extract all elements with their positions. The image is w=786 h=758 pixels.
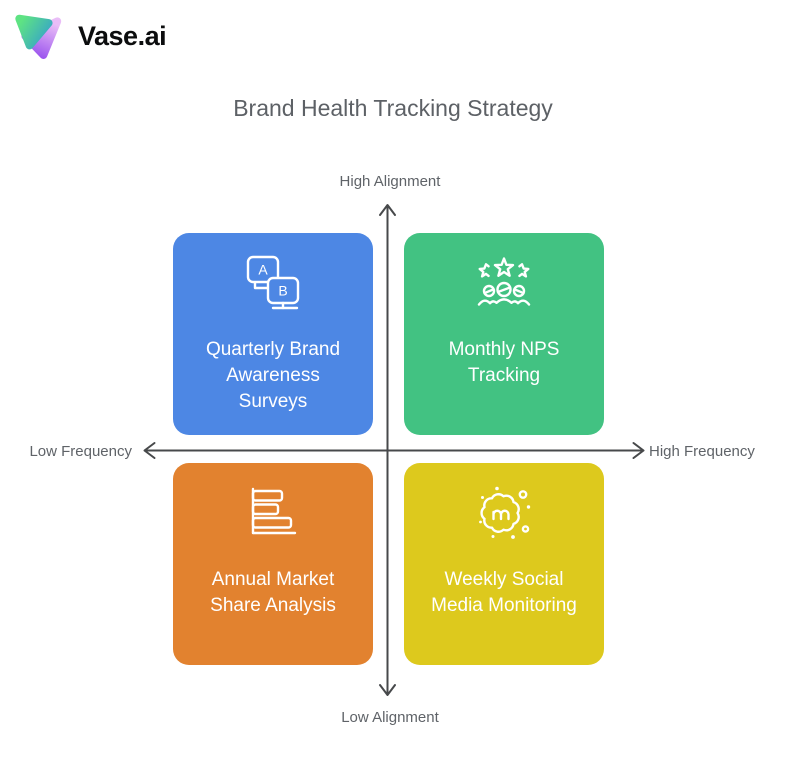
arrow-right-icon bbox=[632, 442, 645, 459]
quadrant-label: Quarterly Brand Awareness Surveys bbox=[205, 339, 341, 412]
axis-label-low-alignment: Low Alignment bbox=[341, 709, 439, 726]
vase-logo-icon bbox=[15, 14, 62, 59]
brand-name: Vase.ai bbox=[78, 20, 167, 51]
page-title: Brand Health Tracking Strategy bbox=[233, 95, 553, 121]
arrow-up-icon bbox=[379, 204, 396, 216]
horizontal-bar-chart-icon bbox=[251, 487, 297, 535]
quadrant-label: Annual Market Share Analysis bbox=[210, 569, 336, 616]
quadrant-label: Weekly Social Media Monitoring bbox=[431, 569, 577, 616]
header: Vase.ai bbox=[14, 10, 167, 62]
meetup-social-icon bbox=[479, 486, 531, 539]
axis-label-high-frequency: High Frequency bbox=[649, 443, 755, 460]
quadrant-card-annual-market-share: Annual Market Share Analysis bbox=[173, 463, 373, 665]
arrow-left-icon bbox=[143, 442, 156, 459]
quadrant-label: Monthly NPS Tracking bbox=[448, 339, 560, 386]
quadrant-card-monthly-nps: Monthly NPS Tracking bbox=[404, 233, 604, 435]
axis-label-low-frequency: Low Frequency bbox=[29, 443, 132, 460]
svg-text:A: A bbox=[258, 262, 268, 278]
ab-test-monitors-icon: A B bbox=[246, 255, 300, 310]
svg-text:B: B bbox=[278, 283, 287, 299]
quadrant-card-quarterly-brand-awareness: A B Quarterly Brand Awareness Surveys bbox=[173, 233, 373, 435]
axis-label-high-alignment: High Alignment bbox=[339, 173, 441, 190]
quadrant-card-weekly-social-media: Weekly Social Media Monitoring bbox=[404, 463, 604, 665]
arrow-down-icon bbox=[379, 684, 396, 696]
stars-customers-icon bbox=[477, 257, 531, 306]
